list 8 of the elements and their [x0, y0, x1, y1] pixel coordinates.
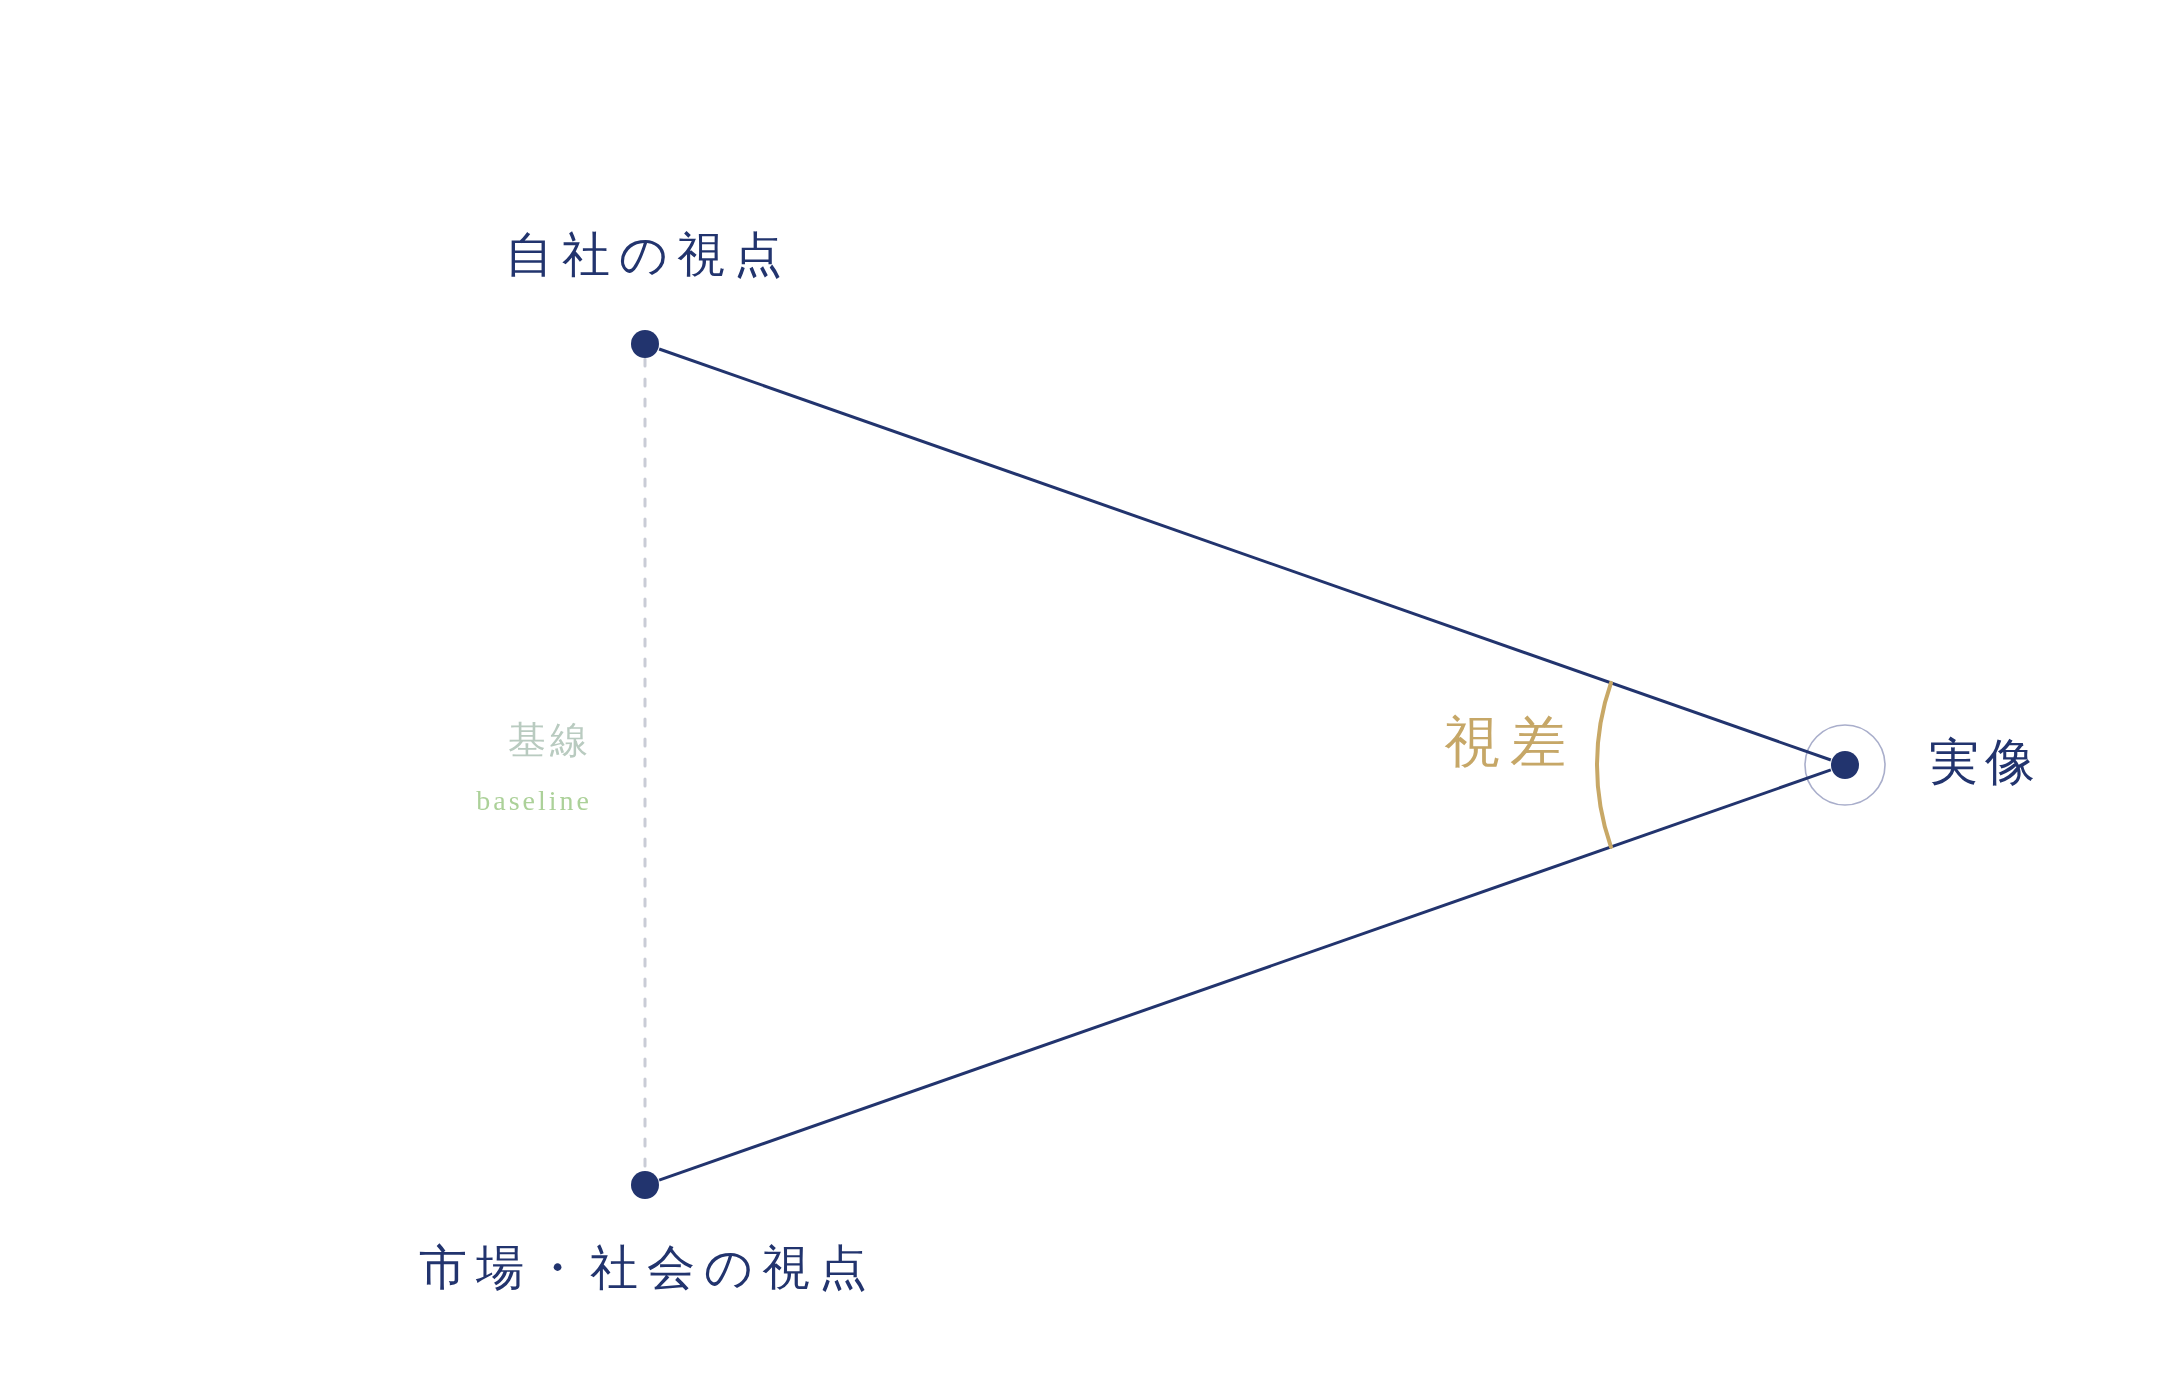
parallax-label: 視差: [1443, 709, 1576, 775]
point-label: 市場・社会の視点: [418, 1240, 876, 1296]
baseline-label: 基線: [508, 719, 592, 763]
connector-line: [658, 768, 1832, 1182]
baseline-caption: baseline: [476, 784, 592, 818]
point-label: 自社の視点: [503, 227, 791, 283]
connector-line: [658, 347, 1832, 762]
point-label: 実像: [1928, 734, 2041, 792]
